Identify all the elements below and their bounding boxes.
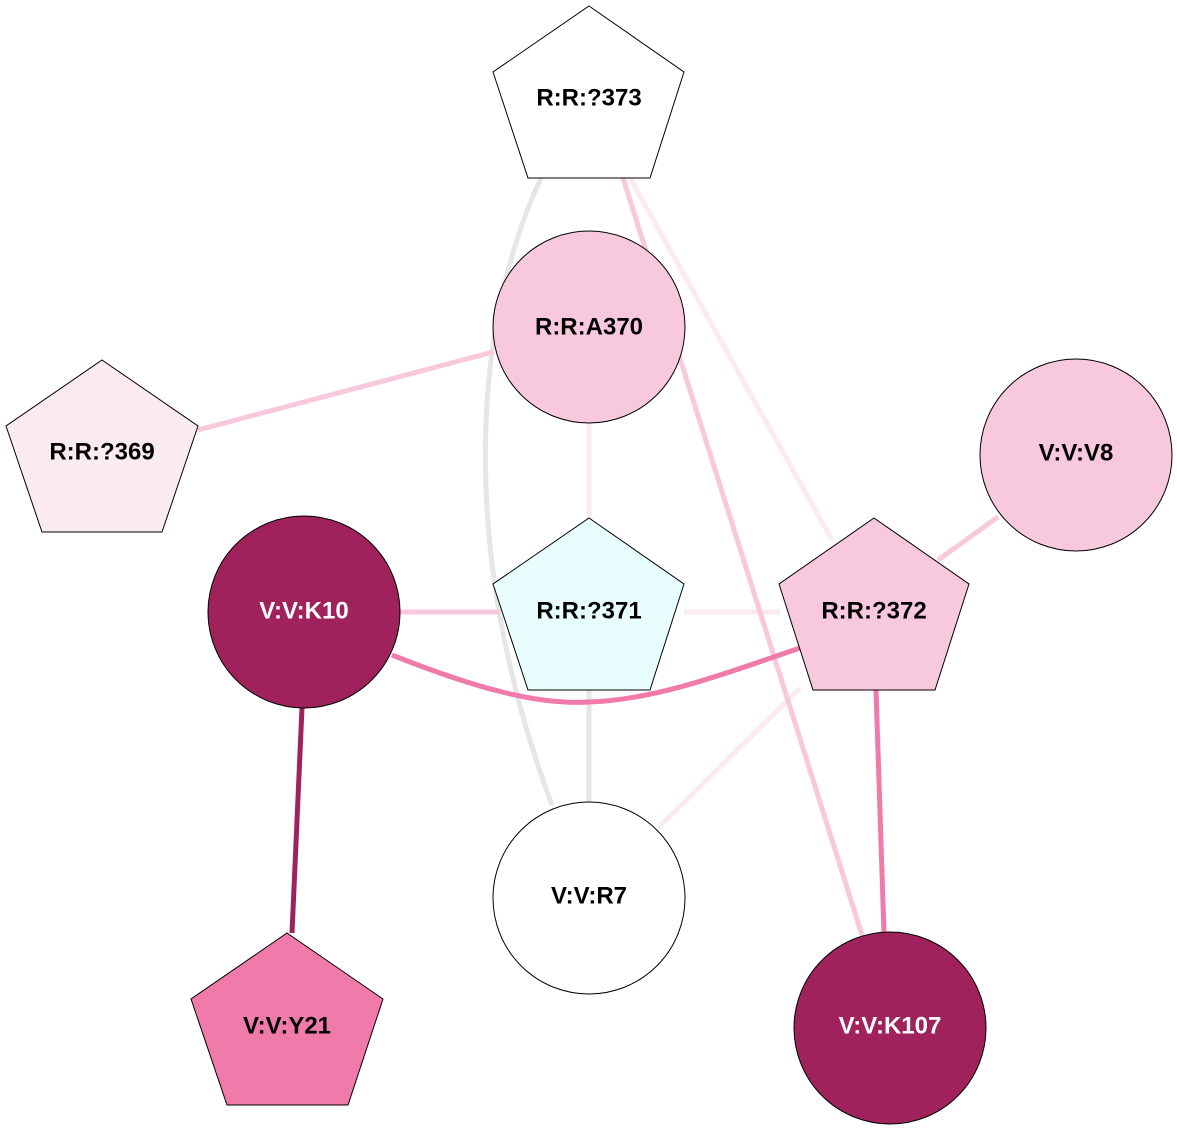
node-label: V:V:K10 — [259, 598, 348, 625]
node-v-v-k107[interactable]: V:V:K107 — [793, 931, 987, 1125]
node-r-r-371[interactable]: R:R:?371 — [492, 517, 685, 691]
edge-k10-y21 — [289, 707, 305, 934]
pentagon-shape — [190, 932, 384, 1106]
node-label: R:R:A370 — [535, 314, 643, 341]
pentagon-shape — [492, 517, 685, 691]
edge-373-372 — [627, 176, 835, 542]
node-v-v-k10[interactable]: V:V:K10 — [207, 515, 401, 709]
edge-v8-372 — [936, 514, 1000, 563]
circle-shape — [979, 358, 1173, 552]
pentagon-shape — [492, 5, 685, 179]
node-label: R:R:?371 — [536, 598, 641, 625]
node-r-r-373[interactable]: R:R:?373 — [492, 5, 685, 179]
pentagon-shape — [5, 359, 199, 533]
node-r-r-372[interactable]: R:R:?372 — [778, 517, 970, 691]
node-label: V:V:R7 — [551, 883, 627, 910]
node-label: V:V:K107 — [839, 1013, 942, 1040]
circle-shape — [207, 515, 401, 709]
edge-373-r7 — [482, 176, 555, 806]
node-r-r-a370[interactable]: R:R:A370 — [492, 230, 686, 424]
node-label: R:R:?373 — [536, 85, 641, 112]
node-v-v-y21[interactable]: V:V:Y21 — [190, 932, 384, 1106]
circle-shape — [492, 801, 686, 995]
node-v-v-v8[interactable]: V:V:V8 — [979, 358, 1173, 552]
node-v-v-r7[interactable]: V:V:R7 — [492, 801, 686, 995]
pentagon-shape — [778, 517, 970, 691]
node-label: R:R:?372 — [821, 598, 926, 625]
node-label: R:R:?369 — [49, 439, 154, 466]
edge-372-k107 — [873, 689, 887, 934]
circle-shape — [492, 230, 686, 424]
edge-a370-369 — [197, 349, 494, 433]
node-r-r-369[interactable]: R:R:?369 — [5, 359, 199, 533]
node-label: V:V:V8 — [1039, 440, 1114, 467]
circle-shape — [793, 931, 987, 1125]
edge-372-r7 — [656, 686, 802, 830]
edge-k10-372 — [391, 645, 801, 705]
node-label: V:V:Y21 — [243, 1013, 331, 1040]
